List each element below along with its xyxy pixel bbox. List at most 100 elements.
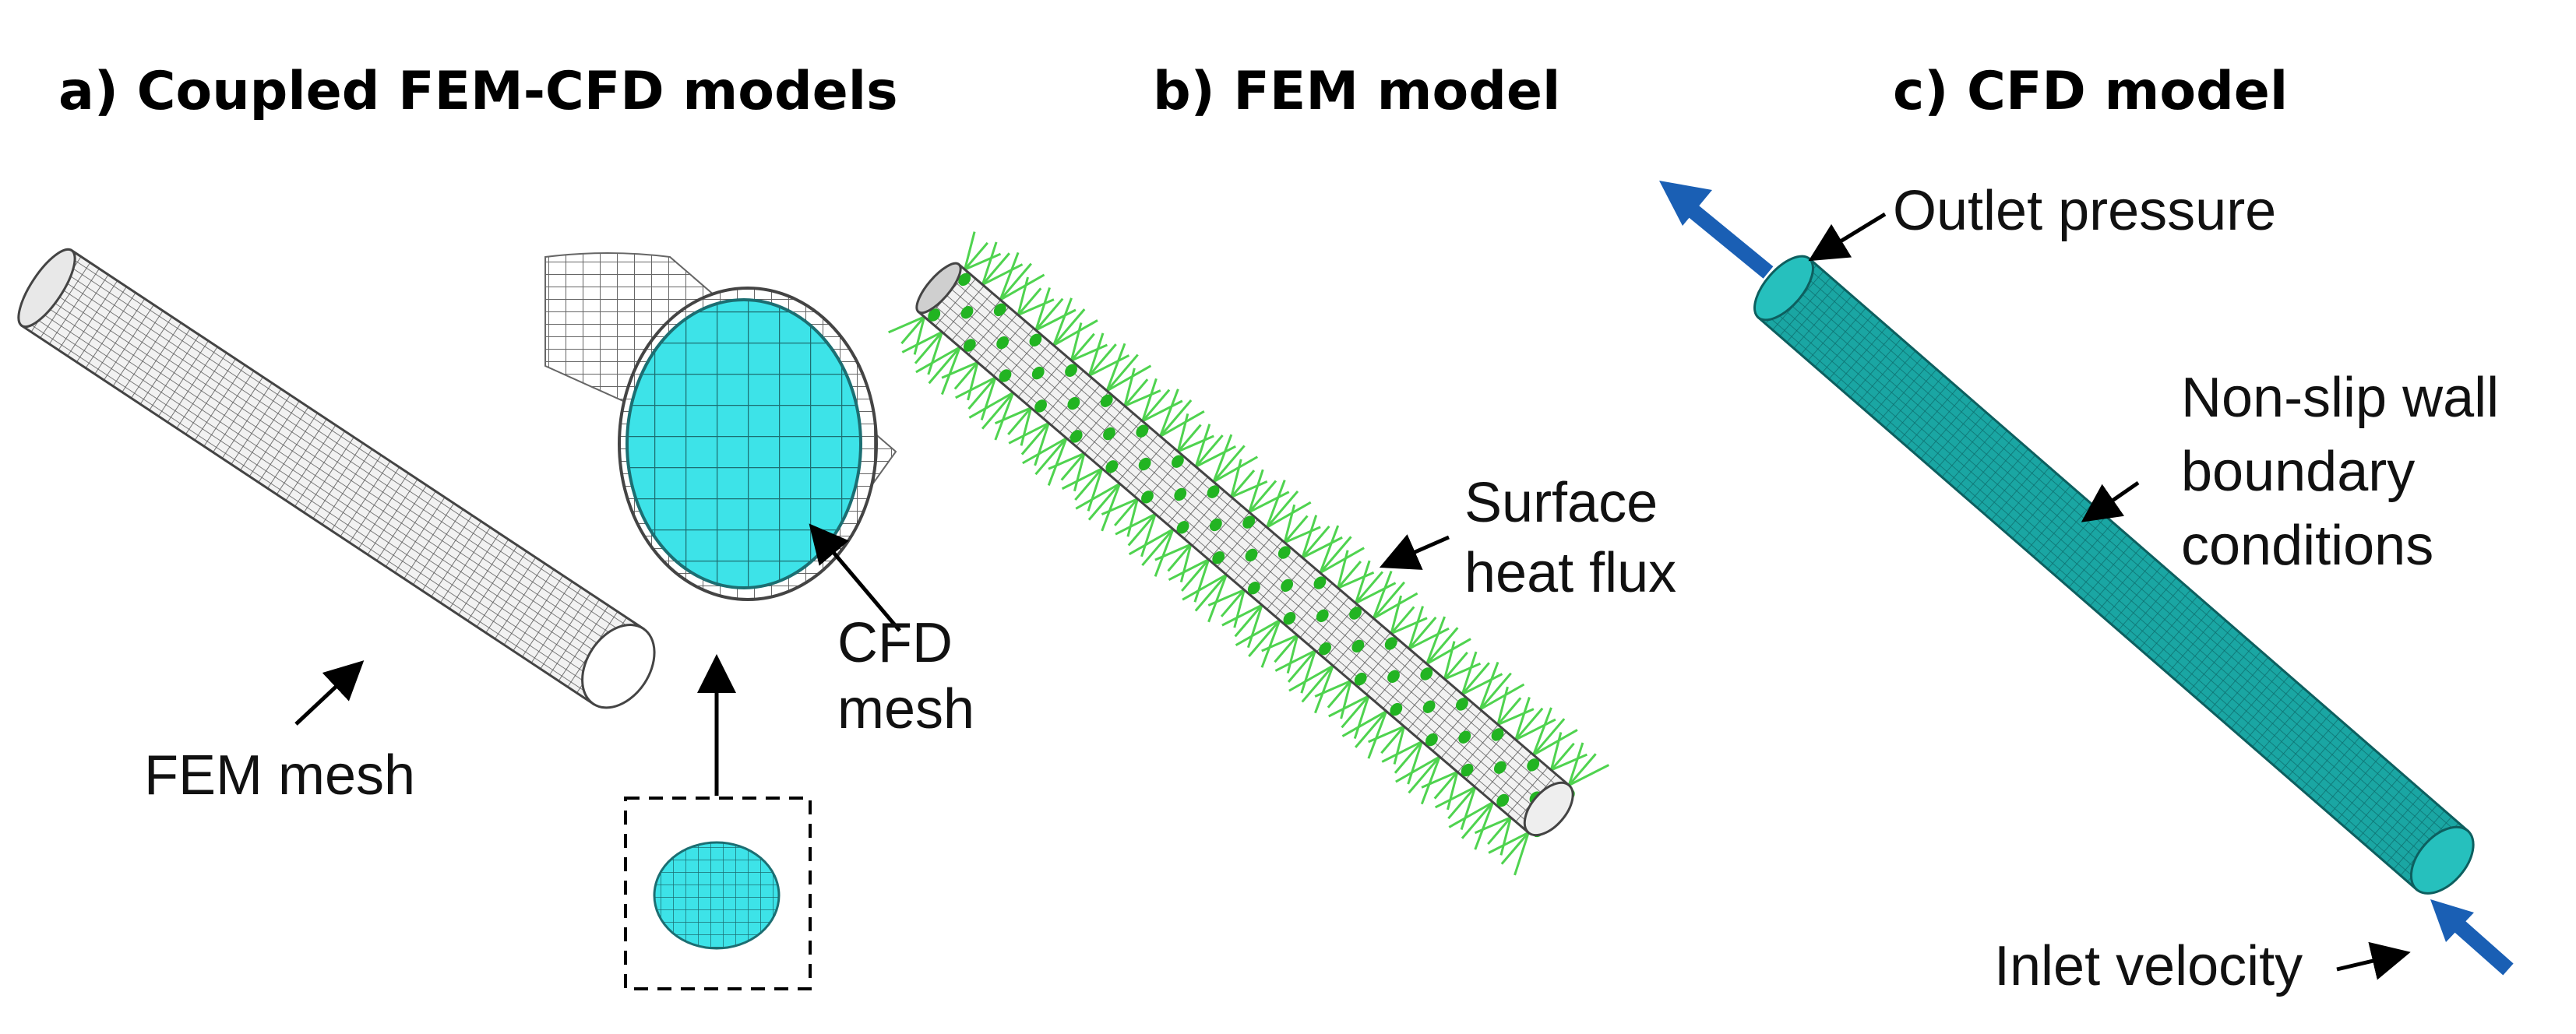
heat-flux-spike: [1341, 695, 1370, 729]
heat-flux-spike: [1177, 434, 1214, 453]
heat-flux-marker: [1245, 548, 1258, 562]
cfd-cross-section-zoomed: [625, 298, 862, 589]
heat-flux-spike: [1234, 604, 1263, 638]
heat-flux-spike: [1142, 399, 1183, 423]
heat-flux-marker: [963, 339, 976, 352]
heat-flux-spike: [1497, 708, 1535, 726]
heat-flux-arrows: [888, 231, 1610, 876]
heat-flux-spike: [1168, 558, 1210, 581]
heat-flux-spike: [1101, 483, 1121, 532]
wall-pointer: [2081, 480, 2140, 522]
heat-flux-spike: [981, 241, 998, 286]
heat-flux-spike: [1123, 378, 1149, 407]
heat-flux-marker: [1029, 333, 1042, 347]
heat-flux-spike: [1284, 515, 1309, 543]
heat-flux-spike: [1408, 616, 1437, 650]
heat-flux-spike: [1500, 832, 1530, 865]
heat-flux-spike: [964, 231, 976, 270]
cfd-cross-section-small: [653, 841, 781, 950]
heat-flux-spike: [1515, 718, 1556, 741]
heat-flux-marker: [999, 369, 1012, 382]
heat-flux-spike: [1368, 725, 1405, 744]
heat-flux-spike: [1017, 298, 1055, 316]
heat-flux-spike: [968, 392, 1014, 419]
heat-flux-spike: [1381, 740, 1423, 763]
panel-c: c) CFD model Outlet pressure Non-slip wa…: [1659, 61, 2514, 997]
heat-flux-spike: [1260, 620, 1281, 668]
heat-flux-spike: [1337, 550, 1349, 589]
heat-flux-marker: [1138, 457, 1151, 471]
heat-flux-marker: [1247, 581, 1260, 595]
heat-flux-spike: [1105, 343, 1126, 392]
heat-flux-spike: [1274, 649, 1316, 672]
heat-flux-spike: [1075, 482, 1121, 510]
heat-flux-spike: [1020, 407, 1032, 446]
heat-flux-spike: [1499, 817, 1512, 856]
heat-flux-spike: [1425, 638, 1471, 665]
heat-flux-spike: [940, 346, 961, 396]
heat-flux-spike: [1233, 589, 1246, 628]
heat-flux-spike: [967, 376, 997, 410]
heat-flux-spike: [1179, 543, 1193, 583]
heat-flux-spike: [1443, 662, 1482, 681]
heat-flux-marker: [1100, 394, 1113, 407]
heat-flux-spike: [1434, 786, 1476, 809]
heat-flux-spike: [999, 251, 1020, 301]
heat-flux-marker: [1103, 427, 1115, 441]
heat-flux-spike: [1034, 422, 1050, 466]
heat-flux-spike: [964, 252, 1002, 271]
heat-flux-marker: [1390, 702, 1403, 716]
heat-flux-spike: [1114, 498, 1139, 526]
heat-flux-spike: [1319, 525, 1340, 574]
heat-flux-spike: [1337, 571, 1375, 589]
heat-flux-spike: [1231, 480, 1268, 498]
heat-flux-spike: [1261, 634, 1299, 652]
heat-flux-spike: [999, 273, 1045, 301]
heat-flux-spike: [1341, 710, 1387, 737]
heat-flux-marker: [1067, 396, 1080, 410]
heat-flux-spike: [1221, 603, 1263, 627]
inlet-pointer: [2336, 941, 2411, 980]
fem-model-tube: [888, 231, 1610, 876]
heat-flux-spike: [1320, 547, 1365, 575]
heat-flux-spike: [1212, 434, 1233, 483]
heat-flux-spike: [1479, 683, 1525, 711]
heat-flux-spike: [1061, 467, 1103, 491]
heat-flux-marker: [1031, 366, 1045, 380]
heat-flux-spike: [1034, 437, 1068, 476]
heat-flux-spike: [1301, 525, 1330, 559]
heat-flux-spike: [1074, 467, 1103, 501]
heat-flux-marker: [1384, 637, 1397, 650]
heat-flux-spike: [1408, 627, 1450, 650]
heat-flux-spike: [994, 406, 1032, 425]
heat-flux-marker: [1387, 670, 1400, 683]
heat-flux-marker: [1212, 551, 1225, 564]
heat-flux-spike: [1433, 771, 1459, 800]
heat-flux-spike: [1549, 732, 1563, 771]
heat-flux-spike: [1514, 707, 1544, 741]
heat-flux-spike: [1167, 543, 1192, 572]
heat-flux-marker: [1207, 485, 1220, 498]
heat-flux-spike: [1284, 526, 1321, 544]
heat-flux-markers: [928, 273, 1575, 838]
heat-flux-spike: [1301, 515, 1318, 558]
heat-flux-spike: [1283, 504, 1296, 543]
heat-flux-spike: [953, 361, 979, 390]
heat-flux-spike: [1340, 681, 1352, 719]
heat-flux-marker: [1456, 698, 1468, 711]
heat-flux-spike: [1193, 559, 1210, 603]
heat-flux-spike: [1461, 673, 1503, 695]
heat-flux-spike: [1115, 512, 1156, 536]
heat-flux-spike: [1393, 726, 1406, 765]
panel-b-title: b) FEM model: [1153, 61, 1560, 122]
heat-flux-spike: [1060, 452, 1086, 481]
heat-flux-spike: [1532, 729, 1578, 756]
heat-flux-spike: [1265, 480, 1286, 528]
heat-flux-spike: [1425, 627, 1459, 665]
heat-flux-spike: [1367, 710, 1388, 759]
heat-flux-marker: [1354, 672, 1367, 686]
heat-flux-spike: [1373, 592, 1418, 620]
heat-flux-marker: [960, 305, 974, 319]
heat-flux-spike: [1568, 753, 1597, 786]
panel-a-title: a) Coupled FEM-CFD models: [58, 61, 898, 122]
